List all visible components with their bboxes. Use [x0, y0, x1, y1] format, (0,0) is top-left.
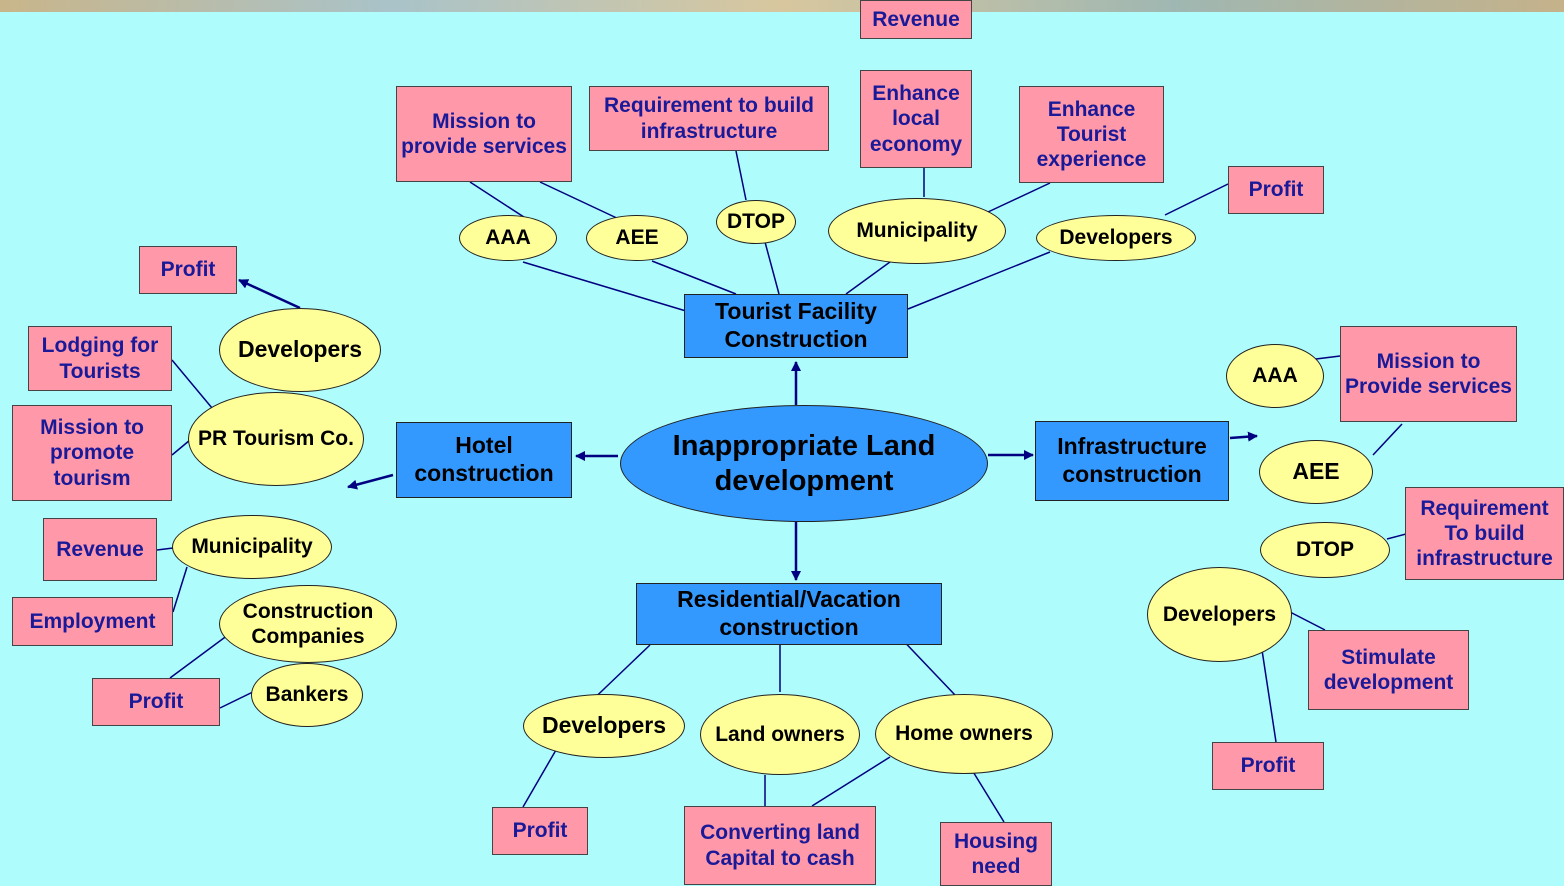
infra-aee-actor: AEE [1259, 440, 1373, 504]
residential-home-owners-actor: Home owners [875, 694, 1053, 774]
hub-residential: Residential/Vacation construction [636, 583, 942, 645]
residential-converting-box: Converting land Capital to cash [684, 806, 876, 885]
tourist-aaa-actor: AAA [459, 215, 557, 261]
hotel-pr-tourism-actor: PR Tourism Co. [188, 392, 364, 486]
hotel-lodging-box: Lodging for Tourists [28, 326, 172, 391]
tourist-municipality-actor: Municipality [828, 198, 1006, 264]
tourist-aee-actor: AEE [586, 215, 688, 261]
hotel-mission-box: Mission to promote tourism [12, 405, 172, 501]
hotel-municipality-actor: Municipality [172, 515, 332, 579]
infra-developers-actor: Developers [1147, 567, 1292, 662]
center-topic: Inappropriate Land development [620, 405, 988, 522]
hotel-employment-box: Employment [12, 597, 173, 646]
tourist-enhance-experience-box: Enhance Tourist experience [1019, 86, 1164, 183]
hotel-profit-bottom-box: Profit [92, 678, 220, 726]
residential-housing-box: Housing need [940, 822, 1052, 886]
residential-land-owners-actor: Land owners [700, 694, 860, 775]
decorative-top-band [0, 0, 1564, 12]
tourist-dtop-actor: DTOP [716, 200, 796, 244]
tourist-revenue-box: Revenue [860, 0, 972, 39]
tourist-enhance-local-box: Enhance local economy [860, 70, 972, 168]
hub-tourist-facility: Tourist Facility Construction [684, 294, 908, 358]
hotel-bankers-actor: Bankers [251, 663, 363, 727]
infra-stimulate-box: Stimulate development [1308, 630, 1469, 710]
tourist-mission-box: Mission to provide services [396, 86, 572, 182]
arrow-hotel-to-pr [347, 473, 394, 490]
infra-mission-box: Mission to Provide services [1340, 326, 1517, 422]
hotel-profit-top-box: Profit [139, 246, 237, 294]
arrow-developers-to-profit [238, 278, 301, 310]
tourist-developers-actor: Developers [1036, 215, 1196, 261]
residential-developers-actor: Developers [523, 694, 685, 758]
hotel-revenue-box: Revenue [43, 518, 157, 581]
infra-aaa-actor: AAA [1226, 344, 1324, 408]
tourist-requirement-box: Requirement to build infrastructure [589, 86, 829, 151]
hotel-developers-actor: Developers [219, 308, 381, 392]
arrow-infra-to-right [1229, 431, 1258, 442]
tourist-profit-box: Profit [1228, 166, 1324, 214]
infra-requirement-box: Requirement To build infrastructure [1405, 487, 1564, 580]
hotel-construction-companies-actor: Construction Companies [219, 585, 397, 663]
infra-profit-box: Profit [1212, 742, 1324, 790]
infra-dtop-actor: DTOP [1260, 522, 1390, 578]
hub-infrastructure: Infrastructure construction [1035, 421, 1229, 501]
hub-hotel: Hotel construction [396, 422, 572, 498]
residential-profit-box: Profit [492, 807, 588, 855]
